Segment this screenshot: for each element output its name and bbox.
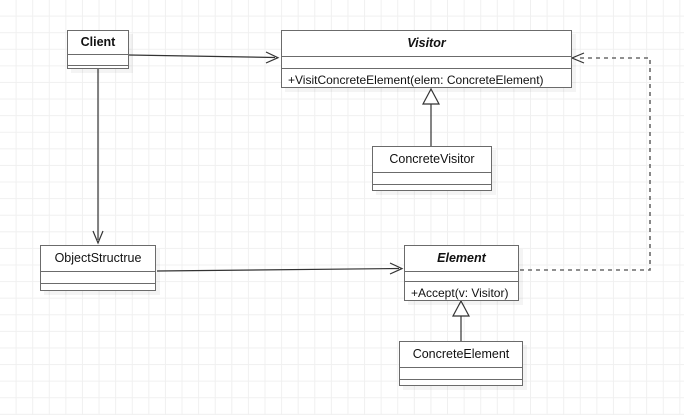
class-name-visitor: Visitor [282,31,571,57]
class-box-element[interactable]: Element +Accept(v: Visitor) [404,245,519,301]
class-attributes-concreteelement [400,368,522,380]
class-operations-concreteelement [400,380,522,390]
class-box-objectstructure[interactable]: ObjectStructrue [40,245,156,291]
class-box-concretevisitor[interactable]: ConcreteVisitor [372,146,492,191]
class-name-objectstructure: ObjectStructrue [41,246,155,272]
class-attributes-visitor [282,57,571,69]
relationship-client-visitor [128,51,280,64]
class-operations-element: +Accept(v: Visitor) [411,285,509,300]
class-name-client: Client [68,31,128,55]
class-attributes-concretevisitor [373,173,491,185]
class-name-concreteelement: ConcreteElement [400,342,522,368]
class-operations-client [68,66,128,76]
class-operations-objectstructure [41,284,155,294]
class-box-concreteelement[interactable]: ConcreteElement [399,341,523,386]
relationship-element-visitor [520,52,651,271]
class-operations-concretevisitor [373,185,491,195]
class-attributes-objectstructure [41,272,155,284]
class-operations-visitor: +VisitConcreteElement(elem: ConcreteElem… [288,72,544,87]
class-attributes-element [405,272,518,282]
class-box-client[interactable]: Client [67,30,129,69]
relationship-concreteelement-element [452,299,470,341]
class-box-visitor[interactable]: Visitor +VisitConcreteElement(elem: Conc… [281,30,572,88]
relationship-objectstructure-element [156,262,404,275]
relationship-concretevisitor-visitor [422,87,440,146]
class-name-element: Element [405,246,518,272]
class-attributes-client [68,55,128,66]
relationship-client-objectstructure [92,69,104,245]
class-name-concretevisitor: ConcreteVisitor [373,147,491,173]
